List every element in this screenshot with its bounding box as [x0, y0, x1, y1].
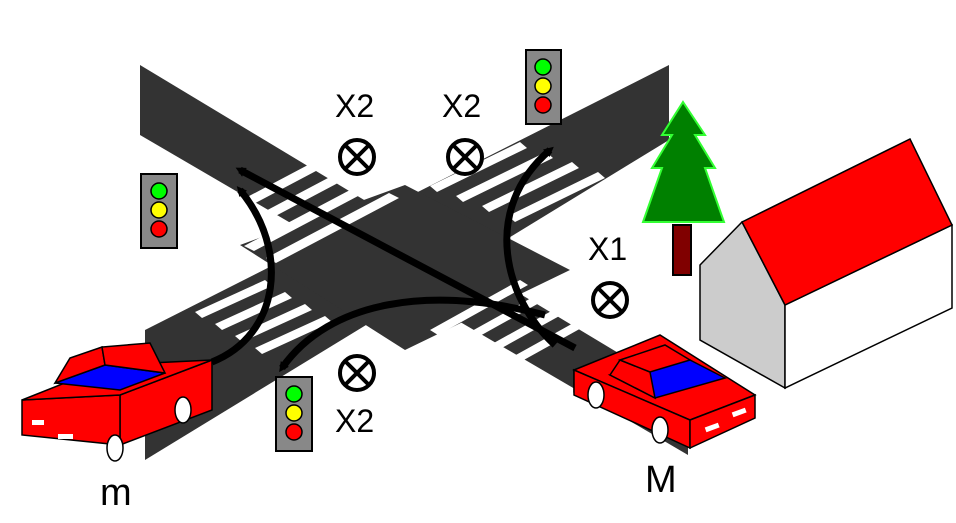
- road-center: [240, 185, 570, 350]
- arrow-right-turn-icon: [503, 146, 558, 348]
- car-big-front: [689, 393, 756, 450]
- crosswalk-ne: [430, 142, 631, 232]
- label-x2-top-left: X2: [335, 88, 374, 124]
- label-car-small: m: [100, 472, 132, 514]
- label-car-big: M: [645, 459, 677, 501]
- arrow-straight-icon: [235, 166, 577, 352]
- circle-cross-icon: [591, 281, 629, 319]
- crosswalk-sw: [175, 268, 332, 354]
- label-x1: X1: [588, 231, 627, 267]
- arrow-small-car-icon: [210, 186, 275, 366]
- label-x2-bottom: X2: [335, 403, 374, 439]
- traffic-light-icon: [275, 376, 313, 452]
- car-icon: [21, 342, 213, 462]
- crosswalk-nw: [200, 157, 399, 263]
- label-x2-top-right: X2: [442, 88, 481, 124]
- tree-icon: [641, 100, 726, 276]
- house-icon: [699, 137, 954, 390]
- traffic-light-icon: [140, 173, 178, 249]
- arrow-left-turn-icon: [279, 296, 546, 373]
- circle-cross-icon: [446, 138, 484, 176]
- house-roof: [740, 137, 954, 306]
- circle-cross-icon: [338, 354, 376, 392]
- circle-cross-icon: [338, 138, 376, 176]
- crosswalk-se: [430, 280, 594, 371]
- traffic-light-icon: [525, 49, 562, 125]
- path-arrows: [210, 146, 577, 373]
- car-icon: [572, 334, 757, 450]
